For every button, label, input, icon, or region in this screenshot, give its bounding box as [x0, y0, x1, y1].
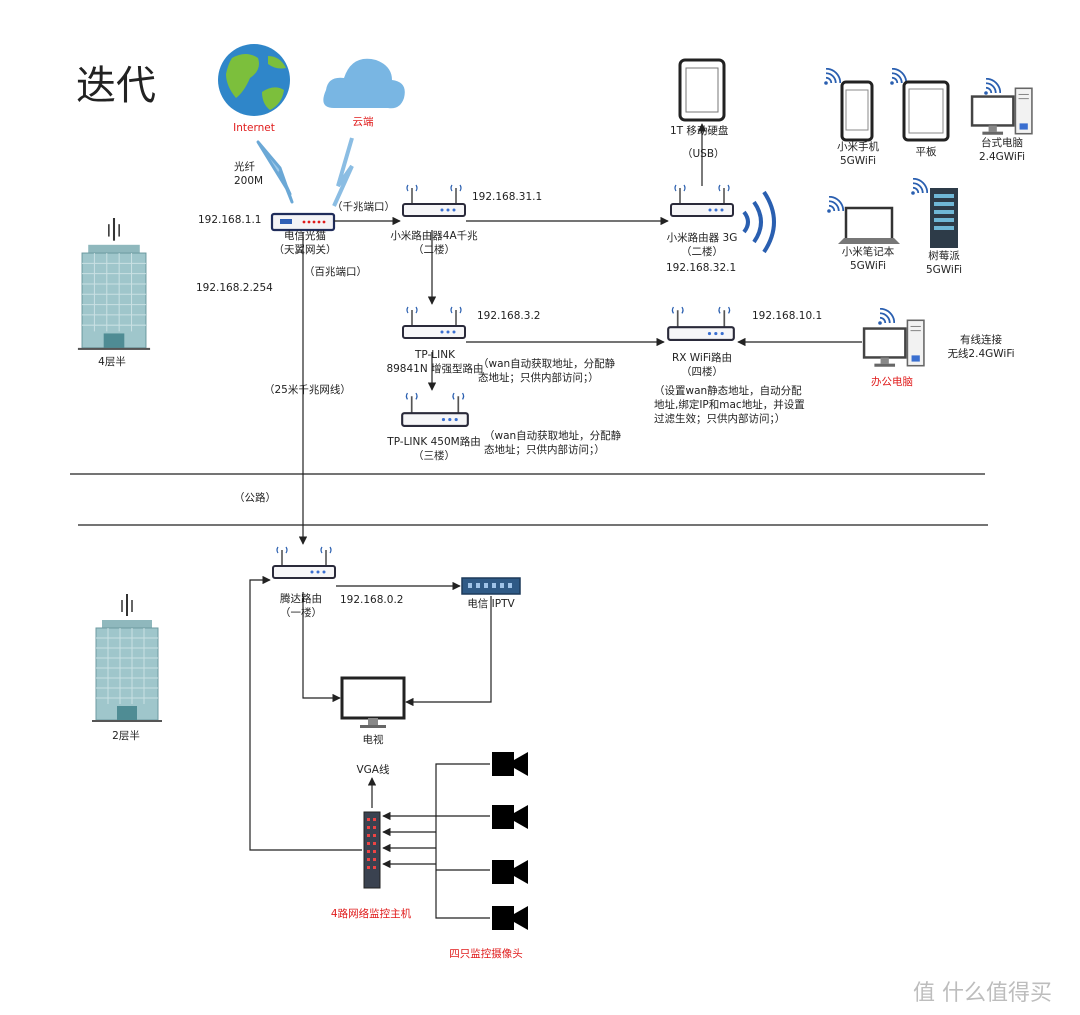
xiaomi-3g-ip-label: 192.168.32.1 [666, 262, 737, 274]
fast-port-label: （百兆端口） [304, 266, 367, 278]
phone-wifi-icon [823, 68, 841, 86]
tplink-450m-note: （wan自动获取地址，分配静 态地址；只供内部访问；） [484, 430, 622, 456]
link-tenda-to-tv [302, 592, 341, 703]
cloud-label: 云端 [352, 116, 374, 128]
tenda-router-icon [272, 546, 336, 579]
xiaomi-3g-label: 小米路由器 3G （二楼） [666, 232, 738, 258]
camera-icon [492, 752, 528, 776]
tplink-89841n-router-icon [402, 306, 466, 339]
cameras-label: 四只监控摄像头 [449, 948, 523, 960]
internet-globe-icon [218, 44, 290, 116]
road-label: （公路） [234, 492, 276, 504]
tablet-top-icon [678, 58, 726, 122]
modem-ip-label: 192.168.1.1 [198, 214, 262, 226]
tplink-89841n-label: TP-LINK 89841N 增强型路由 [386, 349, 484, 375]
iptv-box-icon [461, 577, 521, 595]
nvr-label: 4路网络监控主机 [330, 908, 412, 920]
hdd-label: 1T 移动硬盘 [670, 125, 729, 137]
camera-icon [492, 805, 528, 829]
gigabit-port-label: （千兆端口） [332, 201, 395, 213]
office-pc-label: 办公电脑 [871, 376, 913, 388]
tv-icon [340, 676, 406, 728]
tablet-icon [902, 80, 950, 142]
modem-lan-ip-label: 192.168.2.254 [196, 282, 273, 294]
camera-icon [492, 906, 528, 930]
tplink-ip-label: 192.168.3.2 [477, 310, 541, 322]
nvr-unit-icon [363, 811, 381, 889]
xiaomi-4a-label: 小米路由器4A千兆 （二楼） [390, 230, 478, 256]
tplink-89841n-note: （wan自动获取地址，分配静 态地址；只供内部访问；） [478, 358, 616, 384]
fiber-label: 光纤 200M [234, 161, 264, 187]
page-title: 迭代 [76, 63, 156, 109]
cable-label: （25米千兆网线） [264, 384, 351, 396]
camera-bus-line [435, 763, 490, 919]
laptop-icon [838, 206, 900, 244]
tplink-450m-label: TP-LINK 450M路由 （三楼） [387, 436, 481, 462]
raspberry-label: 树莓派 5GWiFi [925, 250, 963, 276]
modem-label: 电信光猫 （天翼网关） [273, 230, 337, 256]
raspberry-server-icon [930, 188, 958, 248]
rx-router-label: RX WiFi路由 （四楼） [671, 352, 733, 378]
xiaomi-3g-router-icon [670, 184, 734, 217]
internet-label: Internet [233, 122, 275, 134]
office-pc-wifi-icon [877, 308, 895, 326]
office-connection-label: 有线连接 无线2.4GWiFi [947, 334, 1015, 360]
cloud-link-bolt-icon [332, 137, 354, 207]
rx-router-note: （设置wan静态地址，自动分配 地址,绑定IP和mac地址，并设置 过滤生效；只… [654, 385, 805, 425]
desktop-pc-icon [970, 87, 1034, 136]
xiaomi-4a-router-icon [402, 184, 466, 217]
tablet-label: 平板 [915, 146, 937, 158]
desktop-wifi-icon [983, 78, 1001, 96]
phone-label: 小米手机 5GWiFi [837, 141, 879, 167]
camera-icon [492, 860, 528, 884]
modem-device [270, 212, 336, 232]
laptop-label: 小米笔记本 5GWiFi [841, 246, 895, 272]
link-iptv-to-tv [405, 596, 492, 707]
desktop-label: 台式电脑 2.4GWiFi [978, 137, 1026, 163]
wifi-broadcast-icon [742, 190, 776, 254]
phone-icon [840, 80, 874, 142]
building-2-label: 2层半 [112, 730, 140, 742]
rx-ip-label: 192.168.10.1 [752, 310, 823, 322]
link-nvr-to-tenda [249, 575, 362, 851]
xiaomi-4a-ip-label: 192.168.31.1 [472, 191, 543, 203]
raspberry-wifi-icon [910, 178, 928, 196]
office-pc-icon [862, 319, 926, 368]
rx-wifi-router-icon [667, 306, 735, 341]
iptv-label: 电信 IPTV [467, 598, 515, 610]
cloud-icon [323, 58, 405, 109]
vga-label: VGA线 [356, 764, 390, 776]
tv-label: 电视 [362, 734, 384, 746]
laptop-wifi-icon [826, 196, 844, 214]
internet-link-bolt-icon [256, 140, 294, 204]
building-4-label: 4层半 [98, 356, 126, 368]
tenda-label: 腾达路由 （一楼） [280, 593, 322, 619]
tablet-wifi-icon [889, 68, 907, 86]
watermark-logo: 值 什么值得买 [913, 981, 1052, 1006]
tenda-ip-label: 192.168.0.2 [340, 594, 404, 606]
building-2-floor-icon [92, 594, 162, 723]
usb-label: （USB） [682, 148, 725, 160]
building-4-floor-icon [76, 218, 152, 352]
tplink-450m-router-icon [401, 392, 469, 428]
